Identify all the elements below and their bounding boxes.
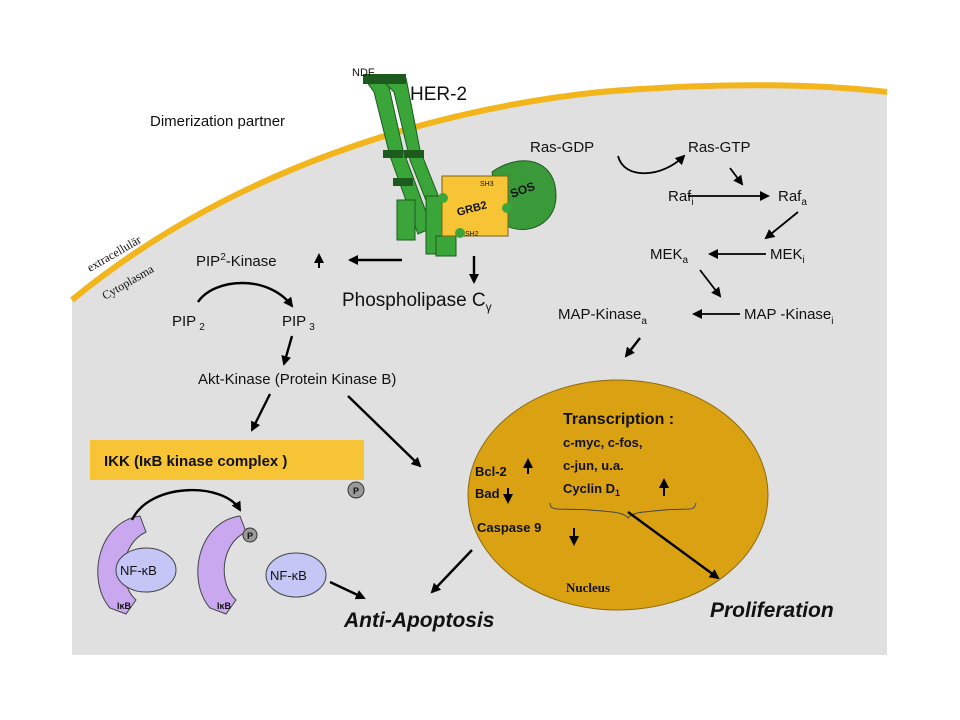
sh3-label: SH3 [480, 181, 494, 188]
ikk-label: IKK (IκB kinase complex ) [104, 453, 287, 470]
phosphate-label: P [353, 486, 359, 496]
ikb-phosphate-label: P [247, 531, 253, 541]
nfkb-label-left: NF-κB [120, 563, 157, 578]
nucleus [467, 379, 769, 611]
mek-i-label: MEKi [770, 246, 805, 266]
cyclin-d1-label: Cyclin D1 [563, 481, 620, 498]
arrow-nucleus-to-anti-apoptosis [430, 549, 473, 594]
dimerization-partner-label: Dimerization partner [150, 113, 285, 130]
cyclin-brace [549, 502, 697, 519]
her2-label: HER-2 [410, 84, 467, 105]
regulation-indicators [314, 253, 669, 546]
akt-kinase-label: Akt-Kinase (Protein Kinase B) [198, 371, 396, 388]
raf-a-label: Rafa [778, 188, 807, 208]
arrow-mek-to-map [699, 269, 722, 298]
ikb-label-right: IκB [217, 601, 232, 611]
mek-a-label: MEKa [650, 246, 689, 266]
phosphate-icon [347, 481, 365, 499]
grb2-sos-complex [438, 160, 557, 238]
arrow-nfkb-to-anti-apoptosis [329, 580, 366, 600]
ikb-label-left: IκB [117, 601, 132, 611]
ras-gtp-label: Ras-GTP [688, 139, 751, 156]
arrow-pip2-to-pip3 [197, 281, 294, 308]
arrow-pip3-to-akt [281, 335, 294, 366]
transcription-line2: c-jun, u.a. [563, 458, 624, 473]
pip2-kinase-label: PIP2-Kinase [196, 252, 277, 270]
ikk-box [90, 440, 364, 480]
caspase9-label: Caspase 9 [477, 520, 541, 535]
arrow-ikb-phosphorylation [130, 488, 242, 521]
arrow-nucleus-to-proliferation [627, 511, 720, 580]
transcription-heading: Transcription : [563, 411, 674, 428]
bad-label: Bad [475, 486, 500, 501]
arrow-raf-to-mek [764, 211, 799, 240]
ras-gdp-label: Ras-GDP [530, 139, 594, 156]
map-kinase-i-label: MAP -Kinasei [744, 306, 834, 327]
bcl2-label: Bcl-2 [475, 464, 507, 479]
arrow-ras-gdp-to-gtp [617, 154, 686, 175]
proliferation-label: Proliferation [710, 599, 834, 622]
cell-membrane [70, 82, 888, 303]
arrow-akt-to-ikk [250, 393, 272, 432]
arrow-ras-gtp-to-raf [729, 167, 744, 186]
nfkb-label-right: NF-κB [270, 568, 307, 583]
pathway-arrows [130, 255, 720, 600]
anti-apoptosis-label: Anti-Apoptosis [343, 609, 494, 632]
ndf-label: NDF [352, 67, 375, 79]
map-kinase-a-label: MAP-Kinasea [558, 306, 647, 327]
raf-i-label: Rafi [668, 188, 694, 208]
transcription-line1: c-myc, c-fos, [563, 435, 642, 450]
cascade-arrows [617, 154, 799, 319]
cytoplasm-region [72, 85, 887, 655]
ikb-nfkb-complex [97, 515, 177, 615]
nfkb-free [265, 552, 327, 598]
arrow-map-kinase-to-nucleus [624, 337, 641, 358]
phosphorylated-ikb [197, 515, 258, 615]
nucleus-label: Nucleus [566, 580, 610, 595]
sh2-label: SH2 [465, 231, 479, 238]
phospholipase-label: Phospholipase Cγ [342, 290, 492, 314]
arrow-akt-to-nucleus [347, 395, 422, 468]
